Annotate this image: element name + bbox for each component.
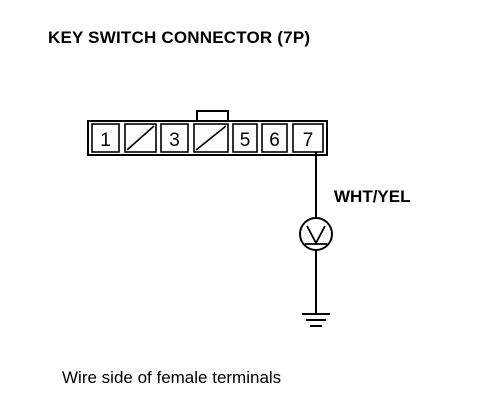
terminal-label-1: 1 (100, 130, 111, 151)
wire-color-label: WHT/YEL (334, 187, 411, 206)
terminal-cavity-5 (232, 123, 258, 153)
terminal-label-7: 7 (303, 130, 314, 151)
terminal-cavity-6 (261, 123, 288, 153)
connector-lock-tab (196, 110, 229, 122)
ground-icon (302, 313, 330, 327)
voltmeter-icon (299, 217, 333, 251)
unused-terminal-2-slash (126, 125, 155, 151)
diagram-caption: Wire side of female terminals (62, 368, 282, 387)
terminal-cavity-7 (292, 123, 324, 153)
terminal-cavity-1 (91, 123, 120, 153)
unused-terminal-4-slash (195, 125, 227, 151)
terminal-cavity-3 (160, 123, 189, 153)
terminal-label-3: 3 (169, 130, 180, 151)
terminal-label-6: 6 (269, 130, 280, 151)
terminal-label-5: 5 (240, 130, 251, 151)
connector-title: KEY SWITCH CONNECTOR (7P) (48, 28, 311, 47)
connector-body: 1 3 5 6 7 (87, 120, 328, 156)
